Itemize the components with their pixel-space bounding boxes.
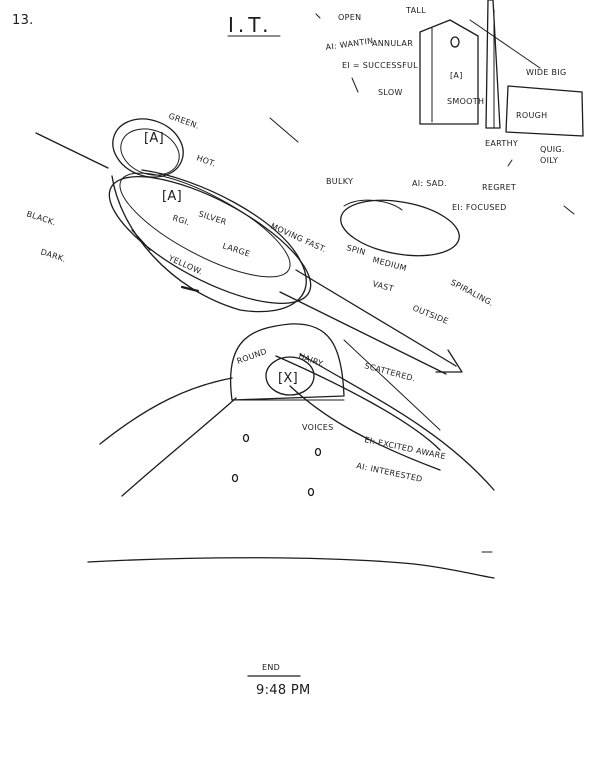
label-rough: ROUGH [516, 111, 547, 120]
capsule-ellipse [108, 176, 312, 304]
stray-mark [563, 205, 575, 215]
dome-object [99, 323, 495, 497]
dome-core [265, 356, 315, 396]
label-dark: DARK. [39, 247, 67, 264]
label-ai-interested: AI: INTERESTED [356, 461, 424, 484]
end-time: 9:48 PM [256, 683, 310, 698]
label-ca-mid: [A] [162, 189, 182, 204]
motion-arrow-upper [295, 269, 457, 367]
motion-arrow-head [435, 349, 463, 373]
label-spin: SPIN [345, 243, 366, 257]
label-outside: OUTSIDE [411, 304, 449, 327]
motion-arrow-lower [279, 291, 447, 375]
label-e1-excited: EI: EXCITED AWARE [364, 435, 447, 461]
stray-mark [315, 13, 321, 19]
label-e1-focused: EI: FOCUSED [452, 203, 507, 212]
dome-ray-left-lower [121, 397, 237, 497]
label-wide-big: WIDE BIG [526, 68, 566, 77]
label-silver: SILVER [197, 209, 227, 227]
stray-mark [507, 159, 513, 167]
axis-line [35, 132, 109, 169]
capsule-ellipse-inner [119, 172, 291, 278]
label-regret: REGRET [482, 183, 516, 192]
tower [485, 0, 501, 129]
capsule-object [35, 118, 312, 313]
label-earthy: EARTHY [485, 139, 518, 148]
label-quig: QUIG. [540, 145, 565, 154]
label-round: ROUND [236, 347, 269, 366]
dot [307, 487, 315, 497]
label-smooth: SMOOTH [447, 97, 484, 106]
dome-ray-right-top [343, 339, 441, 431]
label-voices: VOICES [302, 423, 334, 432]
building-slash [469, 19, 541, 69]
capsule-mark [131, 229, 151, 251]
label-cube-top: [A] [450, 71, 463, 80]
capsule-body [111, 169, 307, 313]
dot [242, 433, 250, 443]
page-title: I.T. [228, 13, 272, 37]
label-e1-successful: EI = SUCCESSFUL [342, 61, 418, 70]
wide-block [505, 85, 584, 137]
label-rgi: RGI. [171, 213, 191, 227]
label-vast: VAST [371, 279, 394, 293]
label-hot: HOT. [195, 153, 217, 168]
dot [231, 473, 239, 483]
label-scattered: SCATTERED. [363, 361, 416, 383]
capsule-scribble [180, 285, 200, 293]
horizon-line [87, 557, 495, 579]
dome-ray-right [275, 355, 441, 451]
label-medium: MEDIUM [371, 255, 407, 273]
tall-building [419, 19, 479, 125]
building-circle [450, 36, 460, 48]
label-oily: OILY [540, 156, 558, 165]
dome-ray-right-lower [289, 385, 441, 471]
label-cx: [X] [278, 371, 298, 386]
dome-ray-left [99, 377, 233, 445]
spin-swirl [343, 199, 403, 211]
dome [230, 323, 345, 401]
label-open: OPEN [338, 13, 361, 22]
label-tall: TALL [405, 6, 426, 15]
label-slow: SLOW [378, 88, 403, 97]
dome-ray-right-far [299, 353, 495, 491]
label-large: LARGE [221, 241, 251, 258]
spin-ellipse [340, 199, 460, 257]
page-number: 13. [12, 13, 34, 28]
dot [314, 447, 322, 457]
label-bulky: BULKY [326, 177, 353, 186]
label-ai-sad: AI: SAD. [412, 179, 447, 188]
label-ai-wanting: AI: WANTIN [325, 36, 374, 52]
stray-mark [351, 77, 359, 93]
label-green: GREEN. [167, 111, 200, 130]
building-sketch [419, 0, 584, 137]
label-black: BLACK. [25, 209, 57, 227]
label-ca-top: [A] [144, 131, 164, 146]
label-annular: ANNULAR [372, 39, 413, 48]
stray-mark [269, 117, 299, 143]
top-sphere [112, 118, 184, 178]
label-spiraling: SPIRALING. [449, 278, 495, 308]
end-label: END [262, 663, 280, 672]
